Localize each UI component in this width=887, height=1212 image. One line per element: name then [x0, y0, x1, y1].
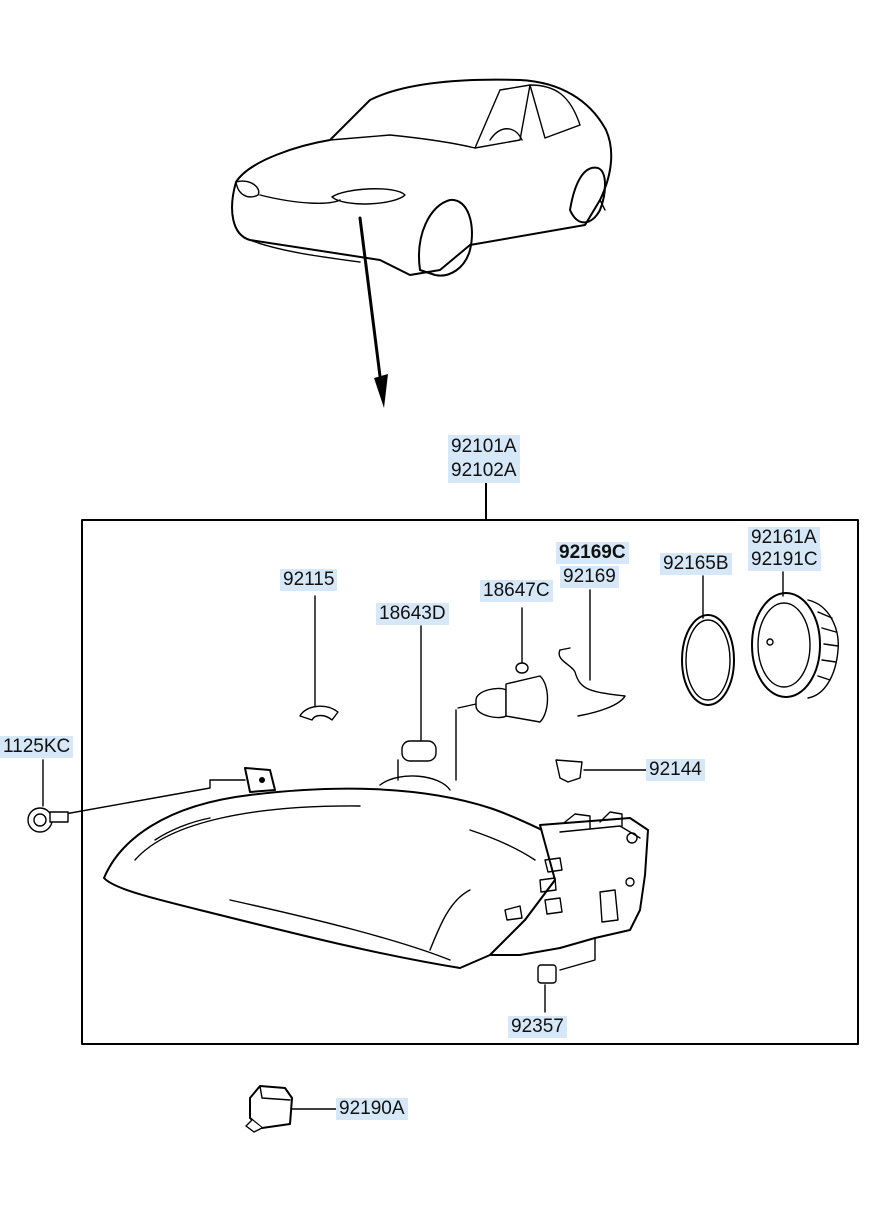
clip-92115-drawing [299, 705, 339, 721]
headlamp-assembly-drawing [103, 767, 649, 969]
cap-92161A-drawing [751, 592, 839, 699]
part-number-92190A: 92190A [339, 1098, 405, 1119]
pointer-arrow [358, 216, 388, 408]
car-illustration [231, 78, 613, 277]
part-number-92165B: 92165B [663, 553, 729, 574]
part-number-92169C: 92169C [559, 542, 626, 563]
bulb-18643D-drawing [401, 740, 437, 762]
part-label-92161A[interactable]: 92161A [748, 527, 820, 549]
part-number-92115: 92115 [283, 569, 335, 590]
connector-92190A-drawing [245, 1085, 293, 1133]
part-label-92101A[interactable]: 92101A [448, 435, 520, 459]
part-label-92115[interactable]: 92115 [280, 569, 338, 591]
grommet-92357-drawing [537, 964, 557, 984]
screw-1125KC-drawing [27, 807, 69, 833]
part-label-92357[interactable]: 92357 [508, 1016, 567, 1038]
part-number-92102A: 92102A [451, 460, 517, 481]
part-label-92191C[interactable]: 92191C [748, 549, 821, 571]
part-label-92169[interactable]: 92169 [560, 566, 619, 588]
bulb-18647C-drawing [457, 662, 549, 723]
part-number-92169: 92169 [563, 566, 616, 587]
part-label-92190A[interactable]: 92190A [336, 1098, 408, 1120]
part-number-92144: 92144 [649, 759, 702, 780]
part-label-18643D[interactable]: 18643D [376, 603, 449, 625]
part-label-92169C[interactable]: 92169C [556, 542, 629, 564]
part-label-1125KC[interactable]: 1125KC [0, 736, 74, 758]
wiring-92169-drawing [558, 647, 626, 717]
part-label-92102A[interactable]: 92102A [448, 459, 520, 483]
part-label-92144[interactable]: 92144 [646, 759, 705, 781]
part-number-92161A: 92161A [751, 527, 817, 548]
part-number-18643D: 18643D [379, 603, 446, 624]
part-number-18647C: 18647C [483, 580, 550, 601]
part-label-92165B[interactable]: 92165B [660, 553, 732, 575]
part-number-1125KC: 1125KC [3, 736, 71, 757]
gasket-92165B-drawing [681, 614, 735, 706]
part-label-18647C[interactable]: 18647C [480, 580, 553, 602]
clip-92144-drawing [555, 759, 583, 783]
part-number-92101A: 92101A [451, 436, 517, 457]
part-number-92191C: 92191C [751, 549, 818, 570]
part-number-92357: 92357 [511, 1016, 564, 1037]
assembly-frame [81, 481, 859, 1045]
